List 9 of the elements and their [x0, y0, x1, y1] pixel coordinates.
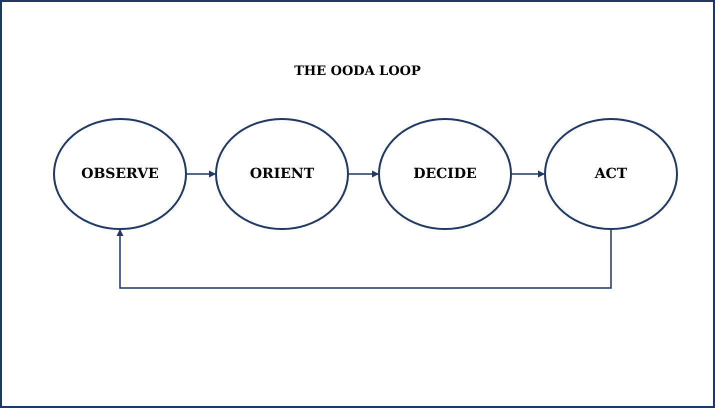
node-label: DECIDE [413, 166, 477, 182]
node-label: OBSERVE [81, 166, 159, 182]
arrow [116, 229, 612, 289]
node-label: ORIENT [250, 166, 314, 182]
title: THE OODA LOOP [294, 64, 421, 79]
arrow [349, 170, 379, 178]
node-label: ACT [594, 166, 628, 182]
arrow [187, 170, 216, 178]
arrow [512, 170, 545, 178]
